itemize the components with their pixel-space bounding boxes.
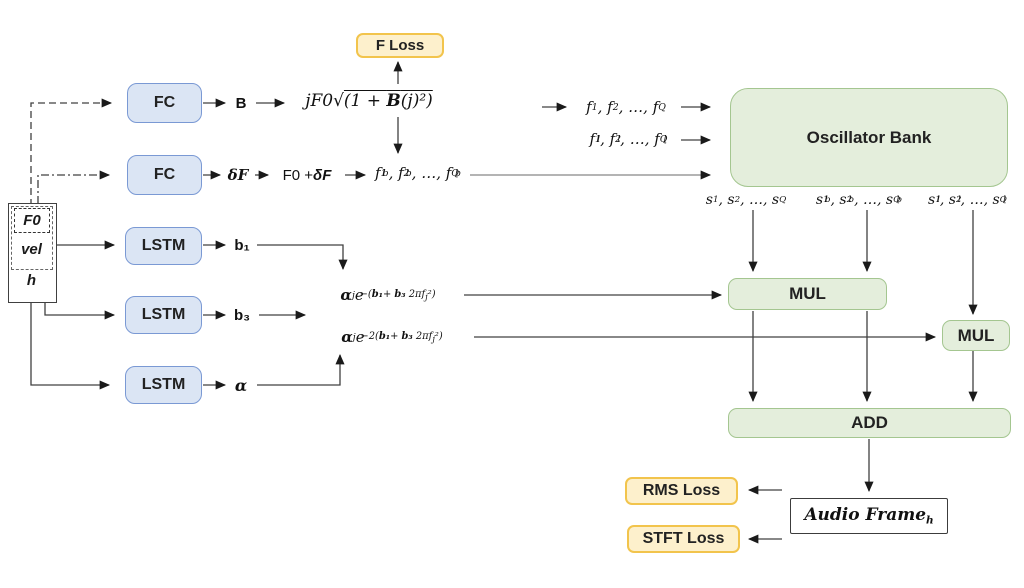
audio-frame-box: Audio Frameh xyxy=(790,498,948,534)
label-alpha: α xyxy=(234,375,248,395)
arrow-b1-to-damping xyxy=(257,244,348,271)
arrow-input-to-lstm-alpha xyxy=(30,303,111,390)
oscillator-bank-block: Oscillator Bank xyxy=(730,88,1008,187)
lstm-alpha-block: LSTM xyxy=(125,366,202,404)
input-f0-vel-frame xyxy=(11,206,53,270)
arrow-input-to-lstm-b3 xyxy=(44,303,116,320)
fc-top-block: FC xyxy=(127,83,202,123)
label-b3: b₃ xyxy=(233,306,251,324)
arrow-alpha-to-damping xyxy=(257,353,345,386)
formula-inharmonicity: jF0√(1 + B(j)²) xyxy=(305,91,433,111)
mul-main-block: MUL xyxy=(728,278,887,310)
input-box: F0 vel h xyxy=(8,203,57,303)
lstm-b1-block: LSTM xyxy=(125,227,202,265)
stft-loss-box: STFT Loss xyxy=(627,525,740,553)
rms-loss-box: RMS Loss xyxy=(625,477,738,505)
input-h: h xyxy=(26,271,37,289)
arrow-f0vel-to-fc-mid xyxy=(37,170,111,204)
fc-mid-block: FC xyxy=(127,155,202,195)
f-loss-box: F Loss xyxy=(356,33,444,58)
label-b-vector: B xyxy=(235,94,247,112)
mul-side-block: MUL xyxy=(942,320,1010,351)
input-vel: vel xyxy=(21,240,42,258)
label-delta-f: δF xyxy=(227,166,249,184)
lstm-b3-block: LSTM xyxy=(125,296,202,334)
input-f0: F0 xyxy=(14,208,50,233)
arrow-f0-to-fc-top xyxy=(30,98,113,206)
add-block: ADD xyxy=(728,408,1011,438)
formula-f0-plus-delta-f: F0 + δF xyxy=(282,166,332,184)
label-b1: b₁ xyxy=(234,236,250,254)
